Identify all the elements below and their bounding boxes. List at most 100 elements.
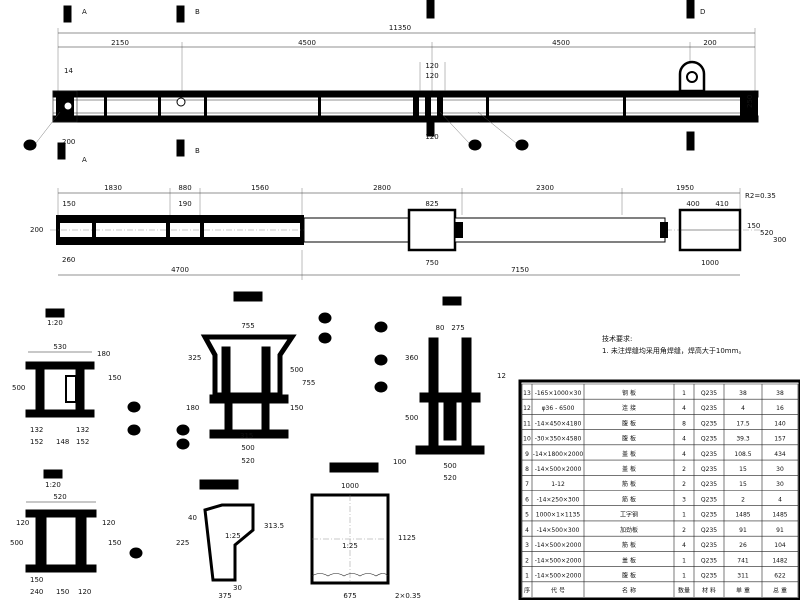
plan-top-dim-6: 1950 xyxy=(676,184,694,192)
center-top-dim-2: 120 xyxy=(425,72,438,80)
bom-cell: Q235 xyxy=(701,496,717,503)
plan-right-vert-1: 150 xyxy=(747,222,760,230)
svg-text:D: D xyxy=(700,8,705,16)
section-title-cc xyxy=(233,291,263,302)
bom-cell: Q235 xyxy=(701,512,717,519)
svg-text:150: 150 xyxy=(108,539,121,547)
section-marker-a: A A xyxy=(57,5,87,164)
segment-dim-3: 4500 xyxy=(552,39,570,47)
bom-cell: 3 xyxy=(682,496,686,503)
cut-arrow-icon xyxy=(176,5,185,23)
bom-cell: -14×500×2000 xyxy=(535,542,582,549)
plan-center-box xyxy=(407,208,457,252)
bom-cell: 15 xyxy=(739,466,747,473)
svg-text:375: 375 xyxy=(218,592,231,600)
plan-right-note: R2=0.35 xyxy=(745,192,776,200)
bom-cell: 17.5 xyxy=(736,420,750,427)
segment-dim-1: 2150 xyxy=(111,39,129,47)
bom-cell: 91 xyxy=(776,527,784,534)
bom-cell: 4 xyxy=(682,451,686,458)
bom-header-cell: 代 号 xyxy=(551,587,565,595)
bom-cell: 6 xyxy=(525,496,529,503)
bom-cell: 4 xyxy=(525,527,529,534)
leader-balloon-icon xyxy=(374,381,388,393)
svg-text:150: 150 xyxy=(30,576,43,584)
bom-cell: Q235 xyxy=(701,390,717,397)
technical-notes: 技术要求: 1. 未注焊缝均采用角焊缝，焊高大于10mm。 xyxy=(602,334,745,355)
bom-cell: 140 xyxy=(774,420,786,427)
bb-width: 520 xyxy=(53,493,66,501)
cut-arrow-icon xyxy=(176,139,185,157)
bom-cell: 盖 板 xyxy=(622,556,636,564)
bom-cell: -14×500×2000 xyxy=(535,557,582,564)
bom-cell: Q235 xyxy=(701,573,717,580)
bom-cell: -14×500×2000 xyxy=(535,573,582,580)
bom-cell: 1485 xyxy=(735,512,750,519)
cut-arrow-icon xyxy=(426,119,435,137)
section-marker-b: B B xyxy=(176,5,200,157)
plan-left-dim-2: 190 xyxy=(178,200,191,208)
plan-left-vert: 200 xyxy=(30,226,43,234)
svg-text:500: 500 xyxy=(10,539,23,547)
bom-cell: 4 xyxy=(682,436,686,443)
bom-cell: 4 xyxy=(741,405,745,412)
svg-text:225: 225 xyxy=(176,539,189,547)
svg-text:132: 132 xyxy=(30,426,43,434)
svg-text:152: 152 xyxy=(76,438,89,446)
svg-text:100: 100 xyxy=(393,458,406,466)
svg-text:520: 520 xyxy=(241,457,254,465)
bom-cell: 腹 板 xyxy=(622,435,636,443)
bom-cell: 91 xyxy=(739,527,747,534)
bom-header-cell: 总 重 xyxy=(773,587,787,595)
bom-cell: 腹 板 xyxy=(622,572,636,580)
cc-top: 755 xyxy=(241,322,254,330)
bom-cell: Q235 xyxy=(701,451,717,458)
bom-cell: Q235 xyxy=(701,466,717,473)
bom-cell: 2 xyxy=(525,557,529,564)
leader-balloon-icon xyxy=(176,424,190,436)
center-bottom-dim: 120 xyxy=(425,133,438,141)
svg-text:150: 150 xyxy=(290,404,303,412)
svg-text:675: 675 xyxy=(343,592,356,600)
leader-balloon-icon xyxy=(176,438,190,450)
bom-cell: 622 xyxy=(774,573,786,580)
bom-cell: Q235 xyxy=(701,481,717,488)
bom-header-cell: 材 料 xyxy=(702,587,716,595)
bom-cell: 筋 板 xyxy=(622,495,636,503)
bom-cell: 1 xyxy=(682,390,686,397)
svg-text:315: 315 xyxy=(240,432,253,440)
plan-bottom-dim-1: 4700 xyxy=(171,266,189,274)
svg-text:325: 325 xyxy=(188,354,201,362)
svg-text:1:20: 1:20 xyxy=(47,319,63,327)
section-dd: 80 275 360 500 12 500 520 100 xyxy=(374,296,506,482)
bom-cell: 15 xyxy=(739,481,747,488)
left-dim: 14 xyxy=(64,67,73,75)
bom-cell: 13 xyxy=(523,390,531,397)
bom-header-cell: 名 称 xyxy=(622,587,636,595)
bom-cell: -14×450×4180 xyxy=(535,420,582,427)
svg-text:120: 120 xyxy=(78,588,91,596)
elevation-view: 11350 2150 4500 4500 200 xyxy=(23,0,759,164)
bom-cell: -14×250×300 xyxy=(537,496,580,503)
section-cc: 755 325 500 755 150 180 315 500 520 xyxy=(176,291,332,465)
plan-bottom-dim-2: 7150 xyxy=(511,266,529,274)
bom-cell: 9 xyxy=(525,451,529,458)
bom-cell: 4 xyxy=(778,496,782,503)
bom-cell: 腹 板 xyxy=(622,419,636,427)
svg-text:148: 148 xyxy=(56,438,69,446)
detail-lug: 40 225 30 375 313.5 1:25 xyxy=(176,479,284,600)
section-marker-d: D xyxy=(686,0,705,151)
bom-cell: Q235 xyxy=(701,542,717,549)
bom-cell: 30 xyxy=(776,481,784,488)
bom-header-cell: 数量 xyxy=(678,587,690,595)
svg-text:180: 180 xyxy=(97,350,110,358)
svg-text:1000: 1000 xyxy=(341,482,359,490)
svg-text:12: 12 xyxy=(497,372,506,380)
bom-cell: 108.5 xyxy=(734,451,751,458)
bom-cell: 311 xyxy=(737,573,749,580)
plan-center-top: 825 xyxy=(425,200,438,208)
bom-cell: 8 xyxy=(525,466,529,473)
bom-cell: 8 xyxy=(682,420,686,427)
bom-cell: 盖 板 xyxy=(622,450,636,458)
